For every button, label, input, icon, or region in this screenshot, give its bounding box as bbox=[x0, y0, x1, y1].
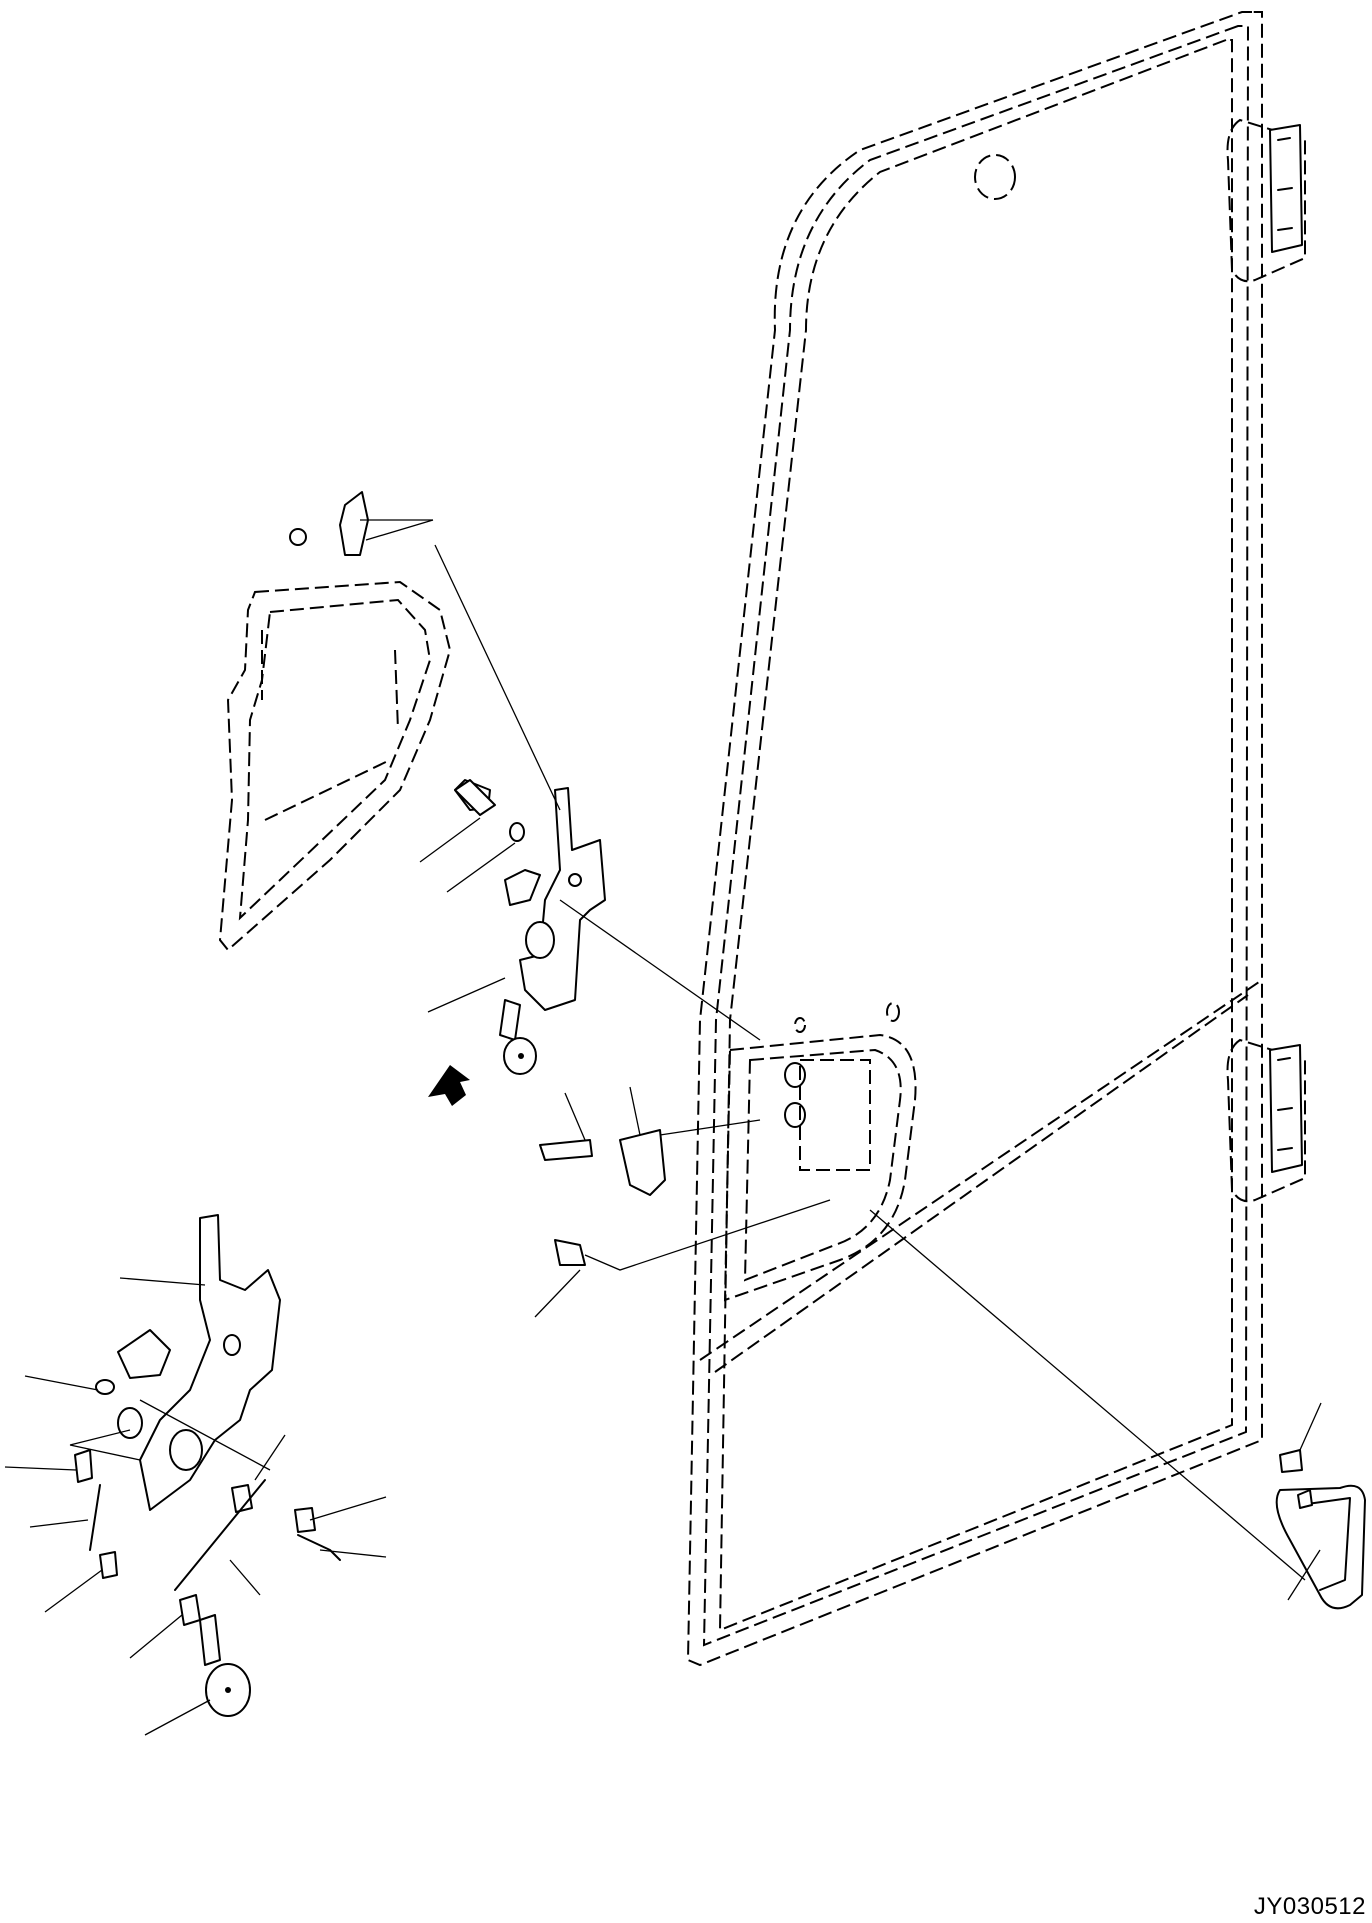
leader-lines bbox=[4, 519, 1322, 1736]
lock-detail-assembly bbox=[69, 1214, 341, 1717]
drawing-code: JY030512 bbox=[1253, 1893, 1366, 1920]
inner-door-panel bbox=[218, 580, 452, 952]
door-lock-assembly bbox=[434, 544, 761, 1075]
lower-hinge bbox=[1226, 1038, 1306, 1203]
upper-hinge bbox=[1226, 118, 1306, 283]
bolt bbox=[454, 779, 496, 816]
striker-plate-outline bbox=[723, 1033, 917, 1302]
outer-handle bbox=[869, 1209, 1366, 1610]
view-direction-arrow bbox=[428, 1065, 470, 1106]
clip-part bbox=[289, 491, 433, 556]
striker bbox=[539, 1119, 831, 1271]
door-frame bbox=[686, 11, 1263, 1667]
